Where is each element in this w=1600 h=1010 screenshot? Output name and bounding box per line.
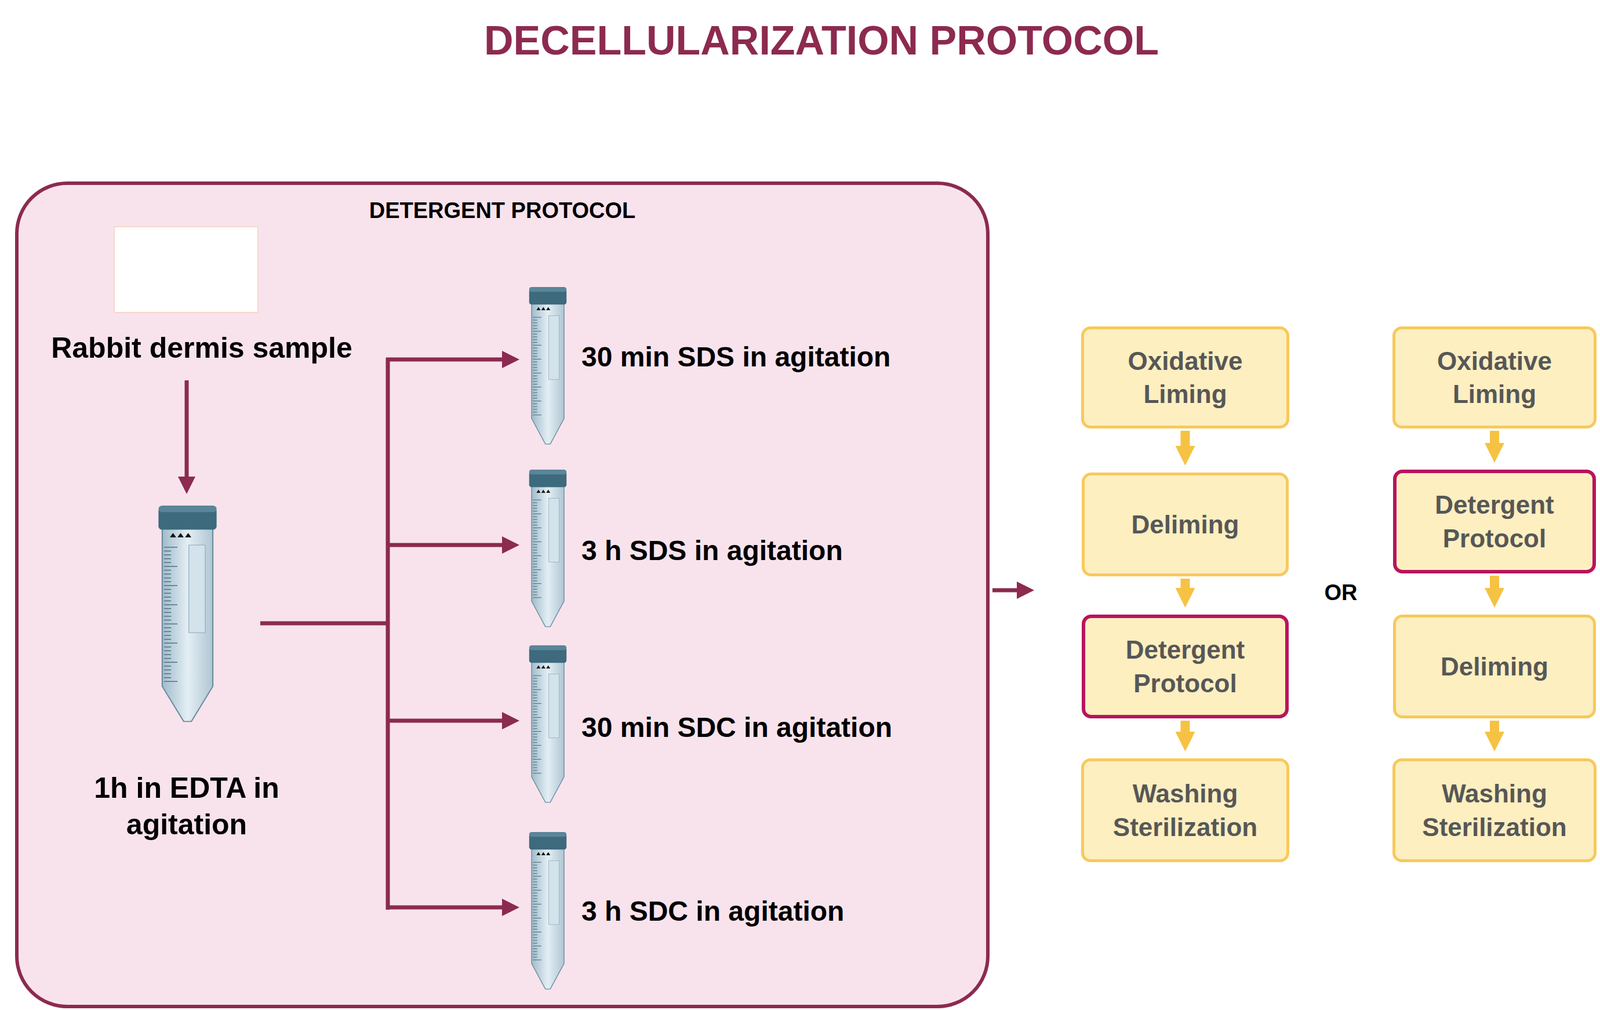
or-label: OR — [1324, 579, 1358, 607]
process-box: Washing Sterilization — [1081, 758, 1290, 863]
process-box: Detergent Protocol — [1393, 469, 1596, 574]
box-text: Oxidative Liming — [1092, 344, 1279, 411]
process-box: Deliming — [1393, 614, 1596, 719]
box-text: Washing Sterilization — [1403, 776, 1586, 843]
sdc-tube — [529, 831, 567, 989]
process-box: Oxidative Liming — [1081, 326, 1290, 429]
box-text: Detergent Protocol — [1404, 488, 1585, 555]
sample-image — [114, 226, 258, 313]
flow-arrow — [184, 380, 189, 480]
step-label: 1h in EDTA in agitation — [59, 769, 315, 843]
sds-tube — [529, 469, 567, 627]
diagram-title: DECELLULARIZATION PROTOCOL — [484, 17, 1159, 64]
step-label: 3 h SDS in agitation — [581, 533, 843, 569]
edta-tube — [158, 505, 217, 722]
box-text: Deliming — [1440, 649, 1549, 683]
flow-arrow — [1489, 575, 1500, 588]
sds-tube — [529, 286, 567, 445]
process-box: Washing Sterilization — [1392, 758, 1597, 863]
flow-arrow — [1180, 720, 1191, 732]
flow-line — [260, 621, 388, 626]
flow-arrow — [992, 588, 1021, 593]
flow-arrow — [386, 905, 506, 910]
flow-arrow — [1489, 430, 1500, 443]
flow-arrow — [386, 357, 506, 362]
box-text: Detergent Protocol — [1093, 633, 1278, 700]
process-box: Deliming — [1081, 472, 1289, 577]
process-box: Oxidative Liming — [1392, 326, 1597, 429]
flow-arrow — [1489, 720, 1500, 732]
flow-arrow — [386, 543, 506, 548]
box-text: Washing Sterilization — [1092, 776, 1279, 843]
panel-heading: DETERGENT PROTOCOL — [18, 196, 987, 225]
flow-arrow — [386, 718, 506, 723]
sdc-tube — [529, 645, 567, 803]
protocol-panel: DETERGENT PROTOCOL — [15, 181, 990, 1009]
box-text: Deliming — [1131, 507, 1240, 541]
process-box: Detergent Protocol — [1081, 614, 1289, 719]
step-label: 3 h SDC in agitation — [581, 893, 845, 929]
step-label: 30 min SDS in agitation — [581, 339, 891, 375]
box-text: Oxidative Liming — [1403, 344, 1586, 411]
flow-line — [386, 357, 391, 910]
step-label: 30 min SDC in agitation — [581, 710, 893, 745]
flow-arrow — [1180, 578, 1191, 588]
flow-arrow — [1180, 430, 1191, 446]
step-label: Rabbit dermis sample — [51, 329, 353, 367]
